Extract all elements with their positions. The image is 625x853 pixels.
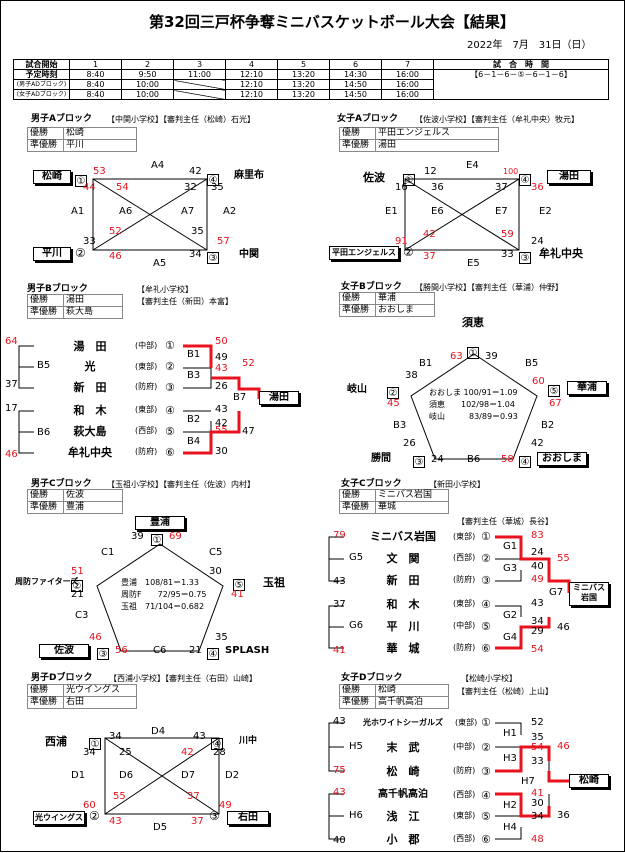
girlsD-title: 女子Dブロック	[341, 673, 403, 683]
boysD-team2: 光ウイングス	[33, 811, 85, 825]
boysD-team1: 西浦	[45, 735, 67, 748]
girlsD-final: 松崎	[569, 774, 609, 788]
boysB-team-6: 牟礼中央	[68, 446, 112, 459]
boysB-team-1: 湯 田	[73, 340, 107, 353]
girlsD-team-4: 高千帆高泊	[378, 789, 428, 800]
girlsD-result: 優勝松崎 準優勝高千帆高泊	[339, 684, 449, 709]
boysC-team1: 豊浦	[135, 516, 185, 530]
page-title: 第32回三戸杯争奪ミニバスケットボール大会【結果】	[149, 13, 515, 31]
girlsC-title: 女子Cブロック	[341, 479, 402, 489]
girlsA-result: 優勝平田エンジェルス 準優勝湯田	[339, 127, 499, 152]
girlsB-team5: 華浦	[567, 381, 607, 395]
girlsA-team1: 佐波	[363, 171, 385, 184]
girlsB-team2: 岐山	[347, 384, 367, 395]
girlsD-team-2: 末 武	[386, 741, 420, 754]
boysA-result: 優勝松崎 準優勝平川	[27, 127, 137, 152]
boysD-venue: 【西浦小学校】【審判主任（右田）山崎】	[109, 674, 257, 683]
girlsB-venue: 【勝間小学校】【審判主任（華浦）仲野】	[415, 283, 563, 292]
boysB-final: 湯田	[259, 391, 299, 405]
boysC-team2: 周防ファイターズ	[15, 577, 79, 586]
boysB-title: 男子Bブロック	[27, 284, 88, 294]
girlsC-team-3: 新 田	[386, 574, 420, 587]
boysC-pentagon	[96, 543, 224, 652]
boysB-team-3: 新 田	[73, 381, 107, 394]
boysD-team3: 右田	[227, 811, 269, 825]
boysC-team3: 佐波	[39, 644, 89, 658]
boysC-title: 男子Cブロック	[31, 479, 92, 489]
winner-paths	[183, 344, 571, 818]
boysC-venue: 【玉祖小学校】【審判主任（佐波）内村】	[107, 480, 255, 489]
girlsC-final: ミニバス岩国	[569, 582, 609, 606]
boysA-team2: 平川	[33, 247, 71, 261]
girlsA-team2: 平田エンジェルス	[329, 246, 399, 260]
boysD-title: 男子Dブロック	[31, 673, 93, 683]
boysB-result: 優勝湯田 準優勝萩大島	[27, 294, 123, 319]
boysA-team4: 麻里布	[234, 170, 264, 181]
boysC-team5: 玉祖	[263, 576, 285, 589]
boysC-result: 優勝佐波 準優勝豊浦	[27, 489, 123, 514]
boysD-result: 優勝光ウイングス 準優勝右田	[27, 684, 137, 709]
girlsC-team-5: 平 川	[386, 620, 420, 633]
girlsC-team-1: ミニバス岩国	[370, 530, 436, 543]
girlsA-team4: 湯田	[547, 170, 591, 184]
girlsA-team3: 牟礼中央	[539, 247, 583, 260]
boysA-team1: 松崎	[33, 170, 71, 184]
event-date: 2022年 7月 31日（日）	[467, 40, 592, 51]
boysD-team4: 川中	[239, 736, 258, 746]
girlsB-title: 女子Bブロック	[341, 282, 402, 292]
girlsB-team4: おおしま	[537, 452, 587, 466]
girlsC-team-4: 和 木	[386, 598, 420, 611]
girlsB-result: 優勝華浦 準優勝おおしま	[339, 292, 435, 317]
boysB-team-5: 萩大島	[73, 425, 107, 438]
girlsD-team-6: 小 郡	[386, 833, 420, 846]
girlsB-team3: 勝間	[371, 453, 391, 464]
boysA-venue: 【中関小学校】【審判主任（松崎）石光】	[107, 115, 255, 124]
boysA-square	[92, 178, 208, 251]
girlsA-title: 女子Aブロック	[337, 114, 398, 124]
girlsA-square	[404, 178, 520, 251]
girlsC-team-6: 華 城	[386, 642, 420, 655]
girlsD-team-3: 松 崎	[386, 765, 420, 778]
boysD-square	[104, 737, 220, 815]
girlsA-venue: 【佐波小学校】【審判主任（牟礼中央）牧元】	[415, 115, 579, 124]
girlsD-team-5: 浅 江	[386, 810, 420, 823]
boysB-team-2: 光	[84, 360, 96, 373]
girlsB-team1: 須恵	[462, 316, 484, 329]
girlsD-team-1: 光ホワイトシーガルズ	[363, 718, 443, 727]
girlsC-result: 優勝ミニバス岩国 準優勝華城	[339, 489, 449, 514]
girlsB-pentagon	[410, 353, 538, 460]
boysA-title: 男子Aブロック	[31, 114, 92, 124]
girlsC-team-2: 文 関	[386, 552, 420, 565]
boysA-team3: 中関	[239, 249, 259, 260]
boysC-team4: SPLASH	[225, 645, 270, 656]
boysB-team-4: 和 木	[73, 404, 107, 417]
